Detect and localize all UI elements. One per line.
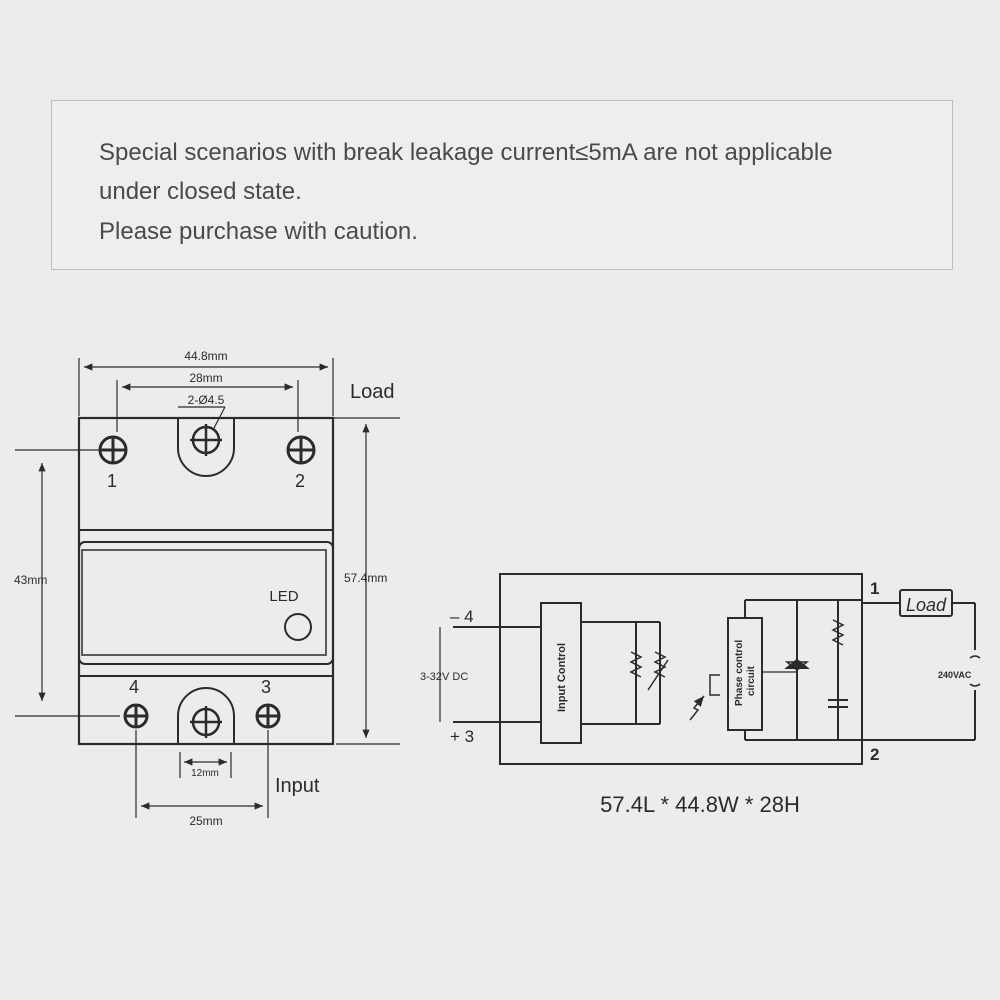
terminal-2-label: 2: [295, 471, 305, 491]
pin-minus-4: – 4: [450, 607, 474, 626]
screw-terminal-2: [286, 435, 316, 465]
circuit-schematic: [439, 573, 981, 765]
notice-line-2: under closed state.: [99, 178, 302, 205]
screw-terminal-1: [98, 435, 128, 465]
input-control-label: Input Control: [556, 643, 568, 712]
dc-range-label: 3-32V DC: [420, 671, 468, 683]
screw-terminal-4: [123, 703, 149, 729]
width-label: 44.8mm: [184, 349, 227, 363]
bottom-mounting-slot: [177, 687, 235, 744]
dim-43-label: 43mm: [14, 573, 47, 587]
pin-plus-3: + 3: [450, 727, 474, 746]
hole-spacing-label: 28mm: [189, 371, 222, 385]
terminal-3-label: 3: [261, 677, 271, 697]
relay-body: [77, 416, 335, 746]
dim-12-label: 12mm: [191, 768, 219, 779]
dim-57-label: 57.4mm: [344, 571, 387, 585]
schematic-housing: [499, 573, 863, 765]
input-control-block: [540, 602, 582, 744]
mechanical-drawing: [15, 358, 400, 818]
led-indicator: [284, 613, 312, 641]
dimensions-caption: 57.4L * 44.8W * 28H: [600, 792, 800, 817]
hole-size-label: 2-Ø4.5: [188, 393, 225, 407]
pin-1-label: 1: [870, 579, 879, 598]
phase-control-label-2: circuit: [746, 665, 757, 696]
input-label: Input: [275, 775, 320, 797]
front-panel: [78, 541, 334, 665]
pin-2-label: 2: [870, 745, 879, 764]
top-mounting-slot: [177, 418, 235, 477]
screw-terminal-3: [255, 703, 281, 729]
phase-control-label-1: Phase control: [734, 640, 745, 706]
dim-25-label: 25mm: [189, 814, 222, 828]
terminal-4-label: 4: [129, 677, 139, 697]
led-label: LED: [269, 588, 298, 605]
notice-line-3: Please purchase with caution.: [99, 218, 418, 245]
vac-label: 240VAC: [938, 670, 972, 680]
notice-line-1: Special scenarios with break leakage cur…: [99, 139, 833, 166]
terminal-1-label: 1: [107, 471, 117, 491]
load-box-label: Load: [906, 595, 947, 615]
load-label: Load: [350, 381, 395, 403]
caution-notice: Special scenarios with break leakage cur…: [51, 100, 953, 270]
